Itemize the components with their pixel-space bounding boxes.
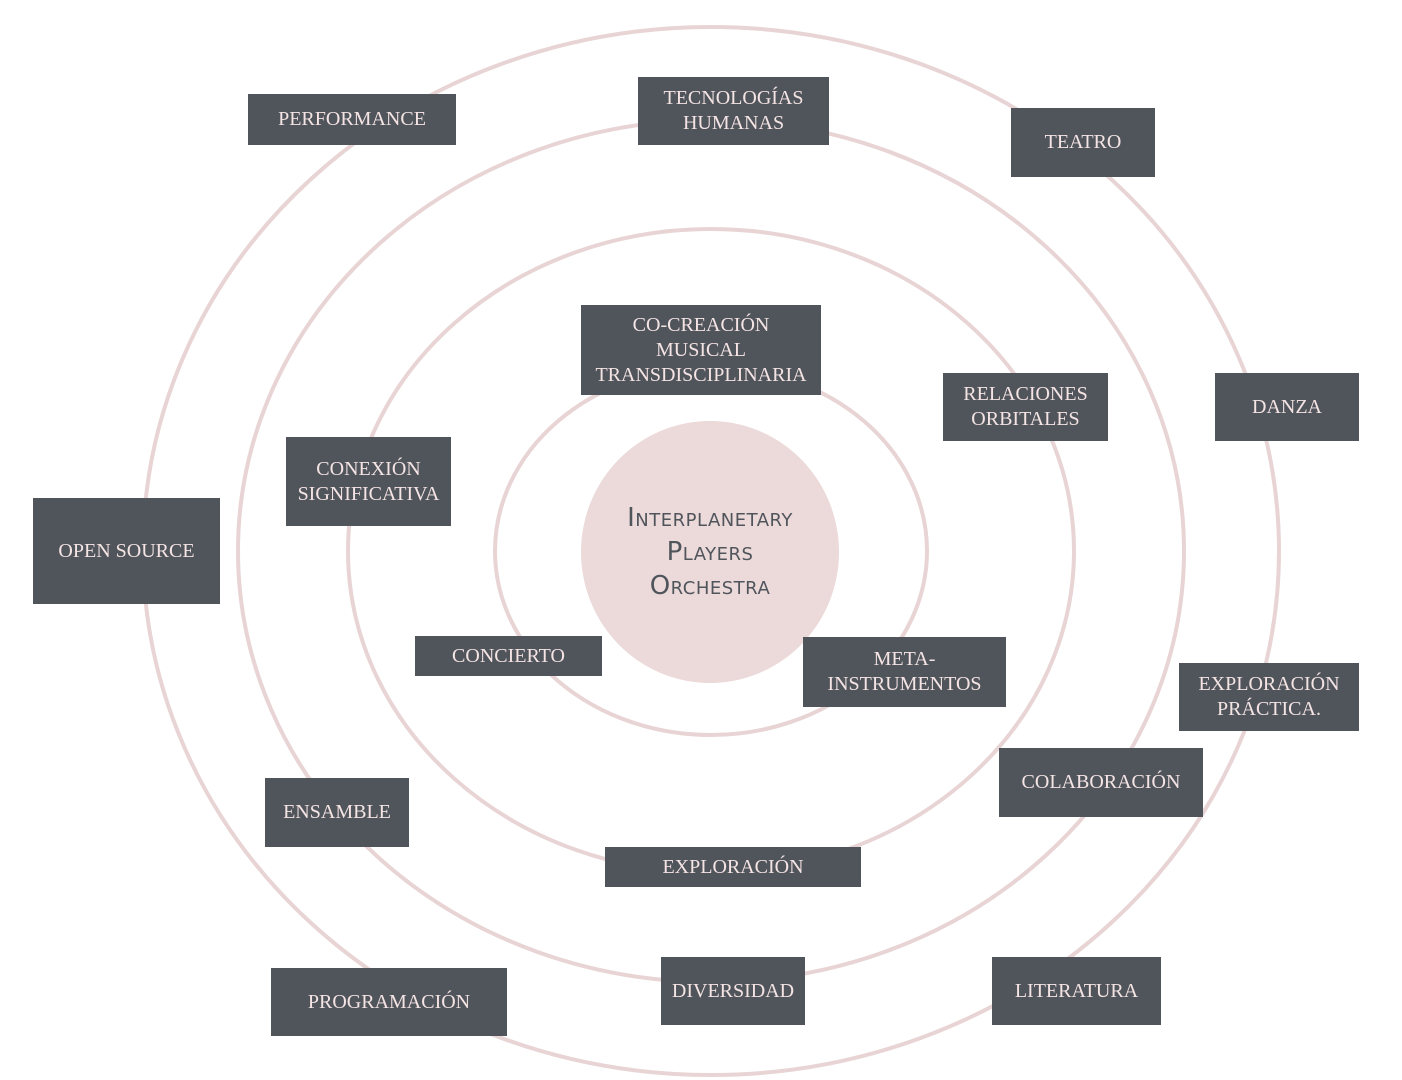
center-title: Interplanetary Players Orchestra (627, 503, 793, 601)
node-concierto: CONCIERTO (415, 636, 602, 676)
node-relaciones-orbitales: RELACIONES ORBITALES (943, 373, 1108, 441)
node-ensamble: ENSAMBLE (265, 778, 409, 847)
node-teatro: TEATRO (1011, 108, 1155, 177)
node-open-source: OPEN SOURCE (33, 498, 220, 604)
node-diversidad: DIVERSIDAD (661, 957, 805, 1025)
node-conexion-significativa: CONEXIÓN SIGNIFICATIVA (286, 437, 451, 526)
node-performance: PERFORMANCE (248, 94, 456, 145)
node-colaboracion: COLABORACIÓN (999, 748, 1203, 817)
node-meta-instrumentos: META- INSTRUMENTOS (803, 637, 1006, 707)
node-exploracion: EXPLORACIÓN (605, 847, 861, 887)
node-danza: DANZA (1215, 373, 1359, 441)
center-circle: Interplanetary Players Orchestra (581, 421, 839, 683)
node-tecnologias-humanas: TECNOLOGÍAS HUMANAS (638, 77, 829, 145)
node-exploracion-practica: EXPLORACIÓN PRÁCTICA. (1179, 663, 1359, 731)
node-literatura: LITERATURA (992, 957, 1161, 1025)
node-co-creacion: CO-CREACIÓN MUSICAL TRANSDISCIPLINARIA (581, 305, 821, 395)
node-programacion: PROGRAMACIÓN (271, 968, 507, 1036)
